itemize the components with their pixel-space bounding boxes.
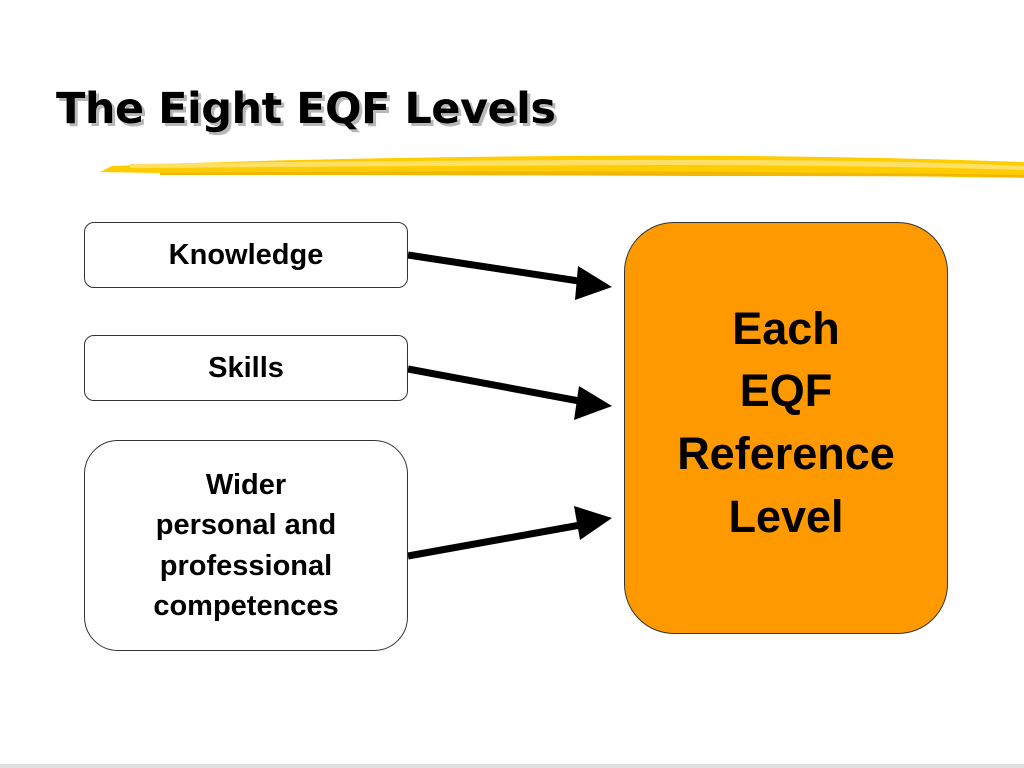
skills-box: Skills: [84, 335, 408, 401]
knowledge-box: Knowledge: [84, 222, 408, 288]
competences-box: Wider personal and professional competen…: [84, 440, 408, 651]
skills-label: Skills: [208, 351, 284, 384]
eqf-reference-level-box: Each EQF Reference Level: [624, 222, 948, 634]
footer-divider: [0, 764, 1024, 768]
competences-label: Wider personal and professional competen…: [153, 469, 339, 622]
arrow-skills-to-level: [407, 365, 612, 420]
arrow-knowledge-to-level: [407, 251, 612, 300]
arrow-competences-to-level: [407, 506, 612, 560]
slide-title: The Eight EQF Levels: [56, 84, 556, 134]
title-underline: [100, 155, 1024, 178]
knowledge-label: Knowledge: [168, 238, 324, 271]
eqf-reference-level-label: Each EQF Reference Level: [677, 302, 895, 542]
